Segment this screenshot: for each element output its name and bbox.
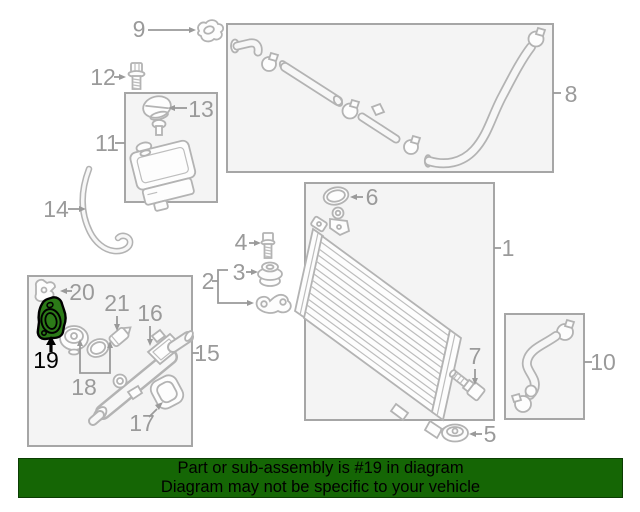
callout-9[interactable]: 9: [133, 16, 196, 42]
callout-13[interactable]: 13: [168, 96, 214, 122]
callout-10[interactable]: 10: [584, 349, 616, 375]
hose-clamp-icon: [403, 134, 422, 155]
callout-19-highlighted[interactable]: 19: [33, 336, 59, 373]
radiator-core-drawing: [293, 227, 463, 440]
callout-10-number[interactable]: 10: [590, 349, 616, 375]
callout-12-number[interactable]: 12: [90, 64, 116, 90]
callout-18[interactable]: 18: [71, 339, 113, 400]
callout-5-number[interactable]: 5: [484, 421, 497, 447]
callout-7[interactable]: 7: [469, 343, 482, 385]
callout-20-number[interactable]: 20: [69, 279, 95, 305]
callout-12[interactable]: 12: [90, 64, 126, 90]
reservoir-plug-drawing: [151, 119, 167, 136]
callout-5[interactable]: 5: [469, 421, 496, 447]
assembly-8-hoses-drawing: [230, 26, 547, 169]
hose-clamp-icon: [341, 98, 361, 120]
callout-20[interactable]: 20: [60, 279, 95, 305]
callout-2[interactable]: 2: [202, 268, 254, 306]
part-3-bushing-drawing: [257, 261, 283, 287]
callout-16[interactable]: 16: [137, 300, 163, 346]
part-14-hose-drawing: [79, 165, 134, 255]
part-21-sensor-drawing: [108, 326, 132, 348]
callout-18-number[interactable]: 18: [71, 374, 97, 400]
housing-assembly-15-drawing: [88, 328, 194, 426]
part-9-drawing: [197, 19, 225, 43]
callout-15[interactable]: 15: [192, 340, 220, 366]
part-12-drawing: [127, 62, 146, 90]
callout-9-number[interactable]: 9: [133, 16, 146, 42]
callout-3[interactable]: 3: [233, 259, 258, 285]
callout-11-number[interactable]: 11: [95, 130, 119, 156]
callout-1-number[interactable]: 1: [502, 235, 515, 261]
callout-21[interactable]: 21: [104, 290, 130, 331]
assembly-10-hose-drawing: [510, 318, 576, 413]
callout-6[interactable]: 6: [350, 184, 378, 210]
callout-4[interactable]: 4: [235, 229, 261, 255]
banner-line1: Part or sub-assembly is #19 in diagram: [177, 459, 464, 477]
callout-8[interactable]: 8: [553, 81, 577, 107]
hose-clamp-icon: [261, 51, 280, 72]
callout-4-number[interactable]: 4: [235, 229, 248, 255]
banner-line2: Diagram may not be specific to your vehi…: [160, 478, 481, 496]
callout-8-number[interactable]: 8: [565, 81, 578, 107]
radiator-mount-drawing: [310, 206, 351, 237]
callout-15-number[interactable]: 15: [194, 340, 220, 366]
part-7-drain-plug-drawing: [448, 369, 486, 402]
callout-17[interactable]: 17: [129, 402, 163, 436]
radiator-fins: [305, 241, 450, 407]
part-6-bracket-drawing: [322, 186, 350, 206]
callout-1[interactable]: 1: [494, 235, 514, 261]
hose-clamp-icon: [527, 26, 547, 48]
callout-14-number[interactable]: 14: [43, 196, 69, 222]
reservoir-tank-drawing: [129, 139, 197, 212]
hose-clamp-icon: [510, 392, 532, 413]
part-2-bracket-drawing: [255, 293, 292, 314]
callout-3-number[interactable]: 3: [233, 259, 246, 285]
highlight-banner: Part or sub-assembly is #19 in diagram D…: [18, 458, 623, 498]
callout-19-number[interactable]: 19: [33, 347, 59, 373]
part-19-highlighted-gasket[interactable]: [36, 296, 67, 341]
part-18-oring-drawing: [86, 338, 110, 358]
callout-14[interactable]: 14: [43, 196, 86, 222]
callout-16-number[interactable]: 16: [137, 300, 163, 326]
part-17-gasket-drawing: [149, 374, 185, 410]
part-20-bracket-drawing: [34, 278, 56, 303]
callout-7-number[interactable]: 7: [469, 343, 482, 369]
reservoir-cap-13-drawing: [142, 95, 172, 121]
callout-11[interactable]: 11: [95, 130, 125, 156]
part-4-bolt-drawing: [260, 232, 276, 259]
callout-21-number[interactable]: 21: [104, 290, 130, 316]
part-5-cap-drawing: [439, 423, 469, 443]
callout-6-number[interactable]: 6: [366, 184, 379, 210]
callout-13-number[interactable]: 13: [188, 96, 214, 122]
callout-2-number[interactable]: 2: [202, 268, 215, 294]
